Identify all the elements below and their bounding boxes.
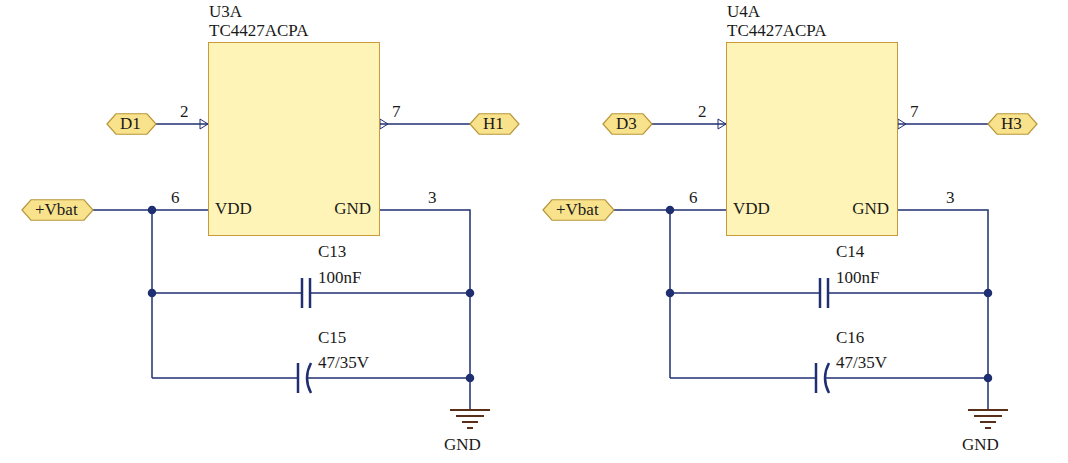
ic-designator: U3A — [209, 3, 242, 22]
hex-shape — [603, 114, 652, 135]
signal-wire — [380, 123, 470, 125]
pin-name: VDD — [733, 200, 770, 219]
capacitor-value: 47/35V — [836, 354, 887, 373]
net-name: +Vbat — [22, 199, 91, 220]
ic-part-number: TC4427ACPA — [209, 22, 309, 41]
capacitor-value: 47/35V — [318, 354, 369, 373]
net-label-hex: D1 — [107, 113, 156, 135]
cap-wire — [310, 292, 470, 294]
pin-number: 3 — [428, 189, 437, 208]
hex-shape — [22, 200, 93, 221]
capacitor-ref: C13 — [318, 243, 346, 262]
net-label-hex: +Vbat — [543, 199, 614, 221]
pin-number: 2 — [180, 103, 189, 122]
ground-wire — [380, 210, 470, 410]
signal-wire — [898, 123, 988, 125]
hex-shape — [543, 200, 614, 221]
hex-shape — [988, 114, 1037, 135]
pin-number: 3 — [946, 189, 955, 208]
cap-wire — [152, 292, 302, 294]
net-label-hex: H1 — [470, 113, 519, 135]
junction-dot — [149, 290, 156, 297]
capacitor-ref: C15 — [318, 329, 346, 348]
driver-ic-box: U4ATC4427ACPAVDDGND — [726, 42, 898, 236]
net-name: H3 — [988, 113, 1035, 134]
cap-wire — [306, 377, 470, 379]
junction-dot — [467, 290, 474, 297]
signal-wire — [156, 123, 208, 125]
pin-number: 2 — [698, 103, 707, 122]
pin-name: GND — [852, 200, 889, 219]
ic-designator: U4A — [727, 3, 760, 22]
pin-number: 7 — [910, 103, 919, 122]
net-name: +Vbat — [543, 199, 612, 220]
ground-symbol — [450, 410, 490, 428]
junction-dot — [467, 375, 474, 382]
capacitor-ref: C16 — [836, 329, 864, 348]
net-label-hex: H3 — [988, 113, 1037, 135]
ground-label: GND — [444, 436, 481, 455]
pin-number: 6 — [171, 189, 180, 208]
net-name: H1 — [470, 113, 517, 134]
hex-shape — [107, 114, 156, 135]
capacitor-value: 100nF — [318, 269, 361, 288]
capacitor-plate — [301, 278, 304, 308]
capacitor-curved-plate — [307, 363, 311, 393]
pin-name: GND — [334, 200, 371, 219]
cap-wire — [152, 377, 298, 379]
pin-name: VDD — [215, 200, 252, 219]
ground-label: GND — [962, 436, 999, 455]
pin-number: 7 — [392, 103, 401, 122]
ic-part-number: TC4427ACPA — [727, 22, 827, 41]
signal-wire — [652, 123, 726, 125]
hex-shape — [470, 114, 519, 135]
net-name: D3 — [603, 113, 650, 134]
capacitor-value: 100nF — [836, 269, 879, 288]
net-label-hex: +Vbat — [22, 199, 93, 221]
capacitor-plate — [297, 363, 300, 393]
driver-ic-box: U3ATC4427ACPAVDDGND — [208, 42, 380, 236]
pin-number: 6 — [689, 189, 698, 208]
net-name: D1 — [107, 113, 154, 134]
signal-wire — [614, 209, 726, 211]
net-label-hex: D3 — [603, 113, 652, 135]
capacitor-plate — [309, 278, 312, 308]
capacitor-ref: C14 — [836, 243, 864, 262]
signal-wire — [93, 209, 208, 211]
